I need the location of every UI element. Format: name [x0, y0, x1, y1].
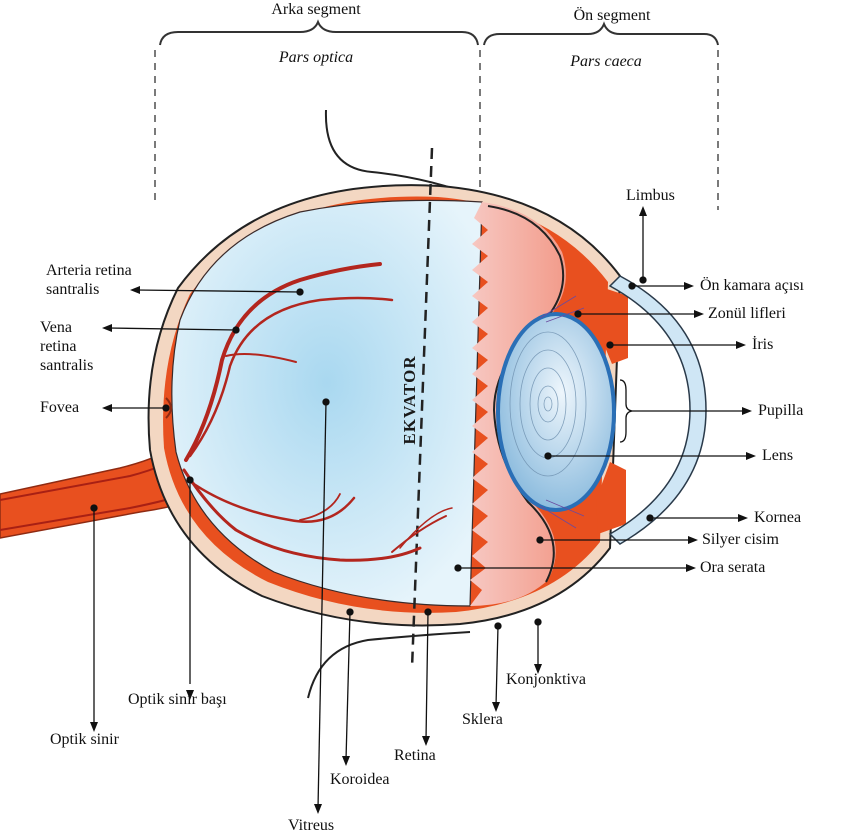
label-silyer-cisim: Silyer cisim — [702, 530, 779, 549]
label-on-kamara-acisi: Ön kamara açısı — [700, 276, 804, 295]
label-sklera: Sklera — [462, 710, 503, 729]
label-optik-sinir-basi: Optik sinir başı — [128, 690, 227, 709]
label-koroidea: Koroidea — [330, 770, 390, 789]
posterior-segment-title: Arka segment — [271, 0, 360, 19]
label-optik-sinir: Optik sinir — [50, 730, 119, 749]
label-iris: İris — [752, 335, 773, 354]
label-retina: Retina — [394, 746, 436, 765]
lower-conjunctiva-line — [308, 632, 470, 698]
label-kornea: Kornea — [754, 508, 801, 527]
equator-label: EKVATOR — [400, 355, 420, 444]
anterior-segment-brace — [484, 24, 718, 45]
label-vitreus: Vitreus — [288, 816, 334, 835]
label-fovea: Fovea — [40, 398, 79, 417]
anterior-segment-title: Ön segment — [574, 6, 651, 25]
pupilla-bracket — [620, 380, 632, 442]
posterior-segment-subtitle: Pars optica — [279, 48, 353, 67]
label-lens: Lens — [762, 446, 793, 465]
label-arteria-retina-santralis: Arteria retina santralis — [46, 261, 186, 299]
anterior-segment-subtitle: Pars caeca — [570, 52, 642, 71]
label-pupilla: Pupilla — [758, 401, 803, 420]
label-konjonktiva: Konjonktiva — [506, 670, 586, 689]
label-ora-serata: Ora serata — [700, 558, 765, 577]
label-vena-retina-santralis: Vena retina santralis — [40, 318, 110, 375]
posterior-segment-brace — [160, 22, 478, 45]
label-limbus: Limbus — [626, 186, 675, 205]
lens-group — [498, 314, 614, 510]
label-zonul-lifleri: Zonül lifleri — [708, 304, 786, 323]
